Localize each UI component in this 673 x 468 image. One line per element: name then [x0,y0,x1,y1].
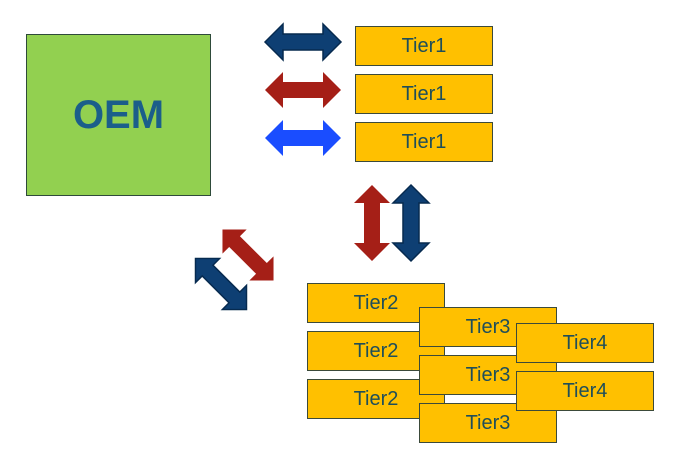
bidirectional-arrow-icon [264,23,342,61]
tier-label: Tier2 [353,387,399,410]
tier1-box: Tier1 [355,26,493,66]
tier-label: Tier3 [465,315,511,338]
oem-box: OEM [26,34,211,196]
tier4-box: Tier4 [516,371,654,411]
bidirectional-arrow-icon [265,72,341,108]
bidirectional-arrow-icon [265,120,341,156]
oem-label: OEM [72,92,165,137]
tier2-box: Tier2 [307,283,445,323]
tier1-box: Tier1 [355,122,493,162]
vertical-arrow-icon [354,185,390,261]
tier-label: Tier4 [562,379,608,402]
tier4-box: Tier4 [516,323,654,363]
tier-label: Tier3 [465,411,511,434]
tier-label: Tier2 [353,339,399,362]
vertical-arrow-icon [392,184,430,262]
tier-label: Tier3 [465,363,511,386]
tier-label: Tier2 [353,291,399,314]
tier1-box: Tier1 [355,74,493,114]
tier-label: Tier1 [401,130,447,153]
tier-label: Tier4 [562,331,608,354]
tier-label: Tier1 [401,82,447,105]
tier-label: Tier1 [401,34,447,57]
